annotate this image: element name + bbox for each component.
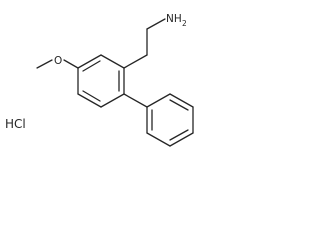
bond-b4-b5 [77, 93, 102, 108]
double-bond-b2-b3 [82, 60, 101, 72]
bond-o-ch3 [36, 59, 53, 69]
bond-b2-b3 [77, 54, 102, 69]
double-bond-p4-p5 [169, 129, 189, 141]
bond-p4-p5 [169, 132, 194, 147]
bond-b5-b6 [100, 93, 125, 108]
bond-ring-ca [123, 54, 148, 69]
ethylamine-chain [123, 18, 166, 69]
bond-ring-o [63, 59, 79, 69]
double-bond-b4-b5 [82, 90, 101, 102]
phenyl-ring [123, 93, 194, 147]
oxygen-label: O [54, 55, 62, 67]
double-bond-p2-p3 [169, 99, 189, 111]
bond-cb-n [146, 18, 166, 30]
bond-p2-p3 [169, 93, 194, 108]
molecule-structure: NH 2 O [36, 13, 194, 147]
central-benzene-ring [77, 54, 125, 108]
amine-subscript: 2 [182, 19, 187, 28]
amine-label: NH [166, 13, 182, 25]
bond-b1-b2 [100, 54, 125, 69]
methoxy-group [36, 59, 79, 69]
bond-p1-p2 [146, 93, 171, 108]
hcl-salt-label: HCl [5, 117, 26, 131]
bond-ring-phenyl [123, 93, 148, 108]
bond-p5-p6 [146, 132, 171, 147]
